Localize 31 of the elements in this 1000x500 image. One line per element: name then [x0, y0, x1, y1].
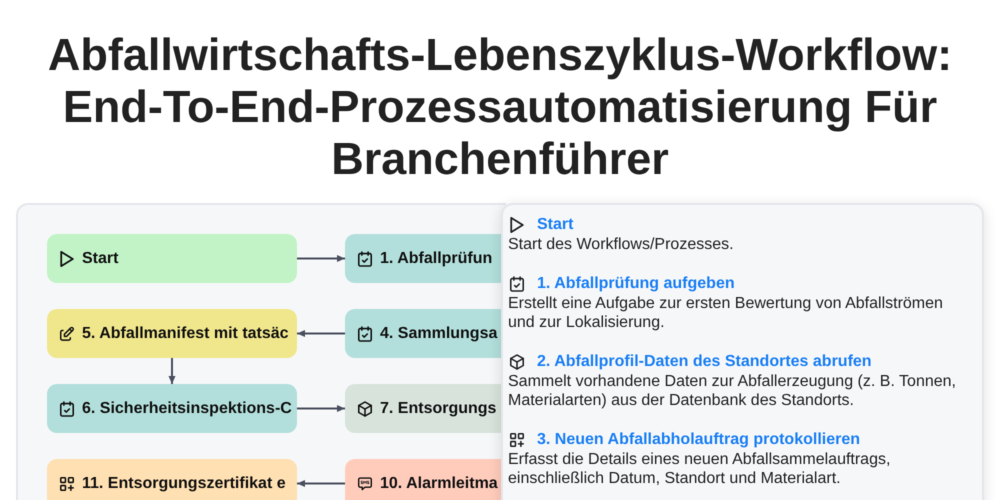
step-description: Erfasst die Details eines neuen Abfallsammelauftrags, einschließlich Datum, Standort und Materialart. — [508, 450, 892, 488]
node-label: 6. Sicherheitsinspektions-C — [82, 398, 292, 418]
arrow — [297, 255, 345, 262]
process-box — [47, 459, 297, 500]
node-label: Start — [82, 248, 118, 268]
node-label: 1. Abfallprüfun — [380, 248, 492, 268]
step-heading: Start — [537, 215, 574, 235]
process-box — [47, 309, 297, 358]
node-label: 11. Entsorgungszertifikat e — [82, 474, 286, 494]
description-panel — [501, 203, 984, 500]
process-box — [345, 234, 503, 283]
node-label: 4. Sammlungsa — [380, 324, 498, 344]
process-box — [47, 384, 297, 433]
node-label: 7. Entsorgungs — [380, 398, 496, 418]
arrow — [297, 405, 345, 412]
page-title: Abfallwirtschafts-Lebenszyklus-Workflow: End-To-End-Prozessautomatisierung Für Branchenführer — [46, 29, 954, 185]
process-box — [47, 234, 297, 283]
arrow — [297, 480, 345, 487]
node-label: 10. Alarmleitma — [380, 474, 498, 494]
step-description: Sammelt vorhandene Daten zur Abfallerzeugung (z. B. Tonnen, Materialarten) aus der Datenbank des Standorts. — [508, 372, 957, 410]
step-description: Start des Workflows/Prozesses. — [508, 235, 735, 254]
process-box — [345, 309, 503, 358]
process-box — [345, 384, 503, 433]
node-label: 5. Abfallmanifest mit tatsäc — [82, 324, 289, 344]
step-heading: 2. Abfallprofil-Daten des Standortes abrufen — [537, 352, 872, 372]
process-box — [345, 459, 503, 500]
arrow — [168, 358, 176, 384]
step-heading: 3. Neuen Abfallabholauftrag protokollieren — [537, 430, 860, 450]
step-heading: 1. Abfallprüfung aufgeben — [537, 274, 735, 294]
arrow — [297, 330, 345, 337]
step-description: Erstellt eine Aufgabe zur ersten Bewertung von Abfallströmen und zur Lokalisierung. — [508, 294, 944, 332]
